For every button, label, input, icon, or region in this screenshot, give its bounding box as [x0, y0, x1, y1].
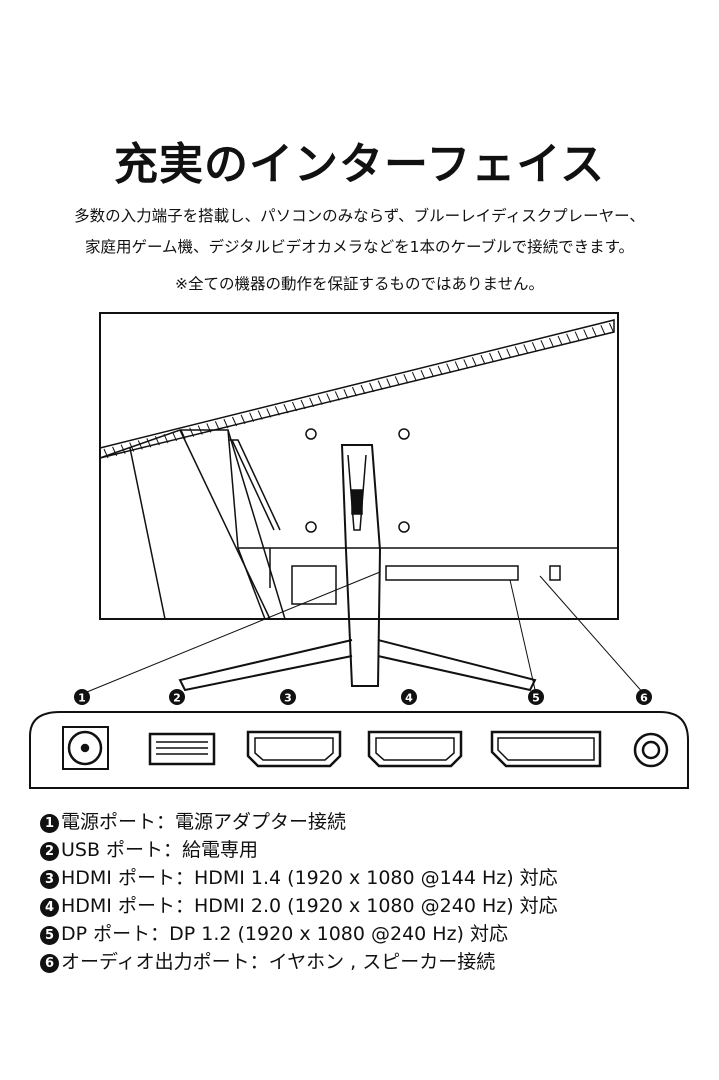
legend-number-badge: 3 — [40, 870, 59, 889]
leader-lines — [81, 571, 645, 695]
legend-text: オーディオ出力ポート：イヤホン , スピーカー接続 — [61, 951, 496, 973]
vesa-hole — [305, 428, 317, 440]
legend-number-badge: 5 — [40, 926, 59, 945]
svg-text:1: 1 — [78, 692, 86, 705]
vent-hatching — [103, 322, 614, 459]
svg-text:2: 2 — [173, 692, 181, 705]
vesa-hole — [398, 521, 410, 533]
description-line-1: 多数の入力端子を搭載し、パソコンのみならず、ブルーレイディスクプレーヤー、 — [74, 207, 645, 225]
port-number-badge: 4 — [401, 689, 417, 705]
description-line-2: 家庭用ゲーム機、デジタルビデオカメラなどを1本のケーブルで接続できます。 — [84, 238, 635, 256]
lock-slot — [549, 565, 561, 581]
legend-number-badge: 2 — [40, 842, 59, 861]
page-title: 充実のインターフェイス — [113, 139, 606, 190]
vent-strip — [99, 319, 615, 459]
port-number-badge: 1 — [74, 689, 90, 705]
svg-text:3: 3 — [284, 692, 292, 705]
svg-text:6: 6 — [640, 692, 648, 705]
vesa-hole — [398, 428, 410, 440]
svg-text:4: 4 — [405, 692, 413, 705]
legend-text: HDMI ポート：HDMI 1.4 (1920 x 1080 @144 Hz) … — [61, 867, 558, 889]
usb-port-icon — [148, 732, 216, 766]
stand-base — [178, 639, 353, 692]
port-number-badge: 5 — [528, 689, 544, 705]
displayport-icon — [490, 730, 602, 768]
port-cover — [291, 565, 337, 605]
monitor-back-frame — [99, 312, 619, 620]
port-panel — [29, 711, 689, 789]
legend-text: USB ポート：給電専用 — [61, 839, 259, 861]
hdmi-port-icon — [246, 730, 342, 768]
monitor-rear-diagram: 1 2 3 4 5 6 — [29, 312, 689, 789]
port-number-badge: 3 — [280, 689, 296, 705]
compatibility-note: ※全ての機器の動作を保証するものではありません。 — [174, 275, 545, 293]
legend-text: HDMI ポート：HDMI 2.0 (1920 x 1080 @240 Hz) … — [61, 895, 558, 917]
port-number-badges: 1 2 3 4 5 6 — [74, 689, 652, 705]
port-cover — [385, 565, 519, 581]
legend-number-badge: 6 — [40, 954, 59, 973]
stand-neck — [340, 444, 382, 687]
port-number-badge: 6 — [636, 689, 652, 705]
audio-jack-icon — [633, 732, 669, 768]
legend-text: 電源ポート：電源アダプター接続 — [61, 811, 347, 833]
legend-number-badge: 4 — [40, 898, 59, 917]
legend-text: DP ポート：DP 1.2 (1920 x 1080 @240 Hz) 対応 — [61, 923, 509, 945]
port-number-badge: 2 — [169, 689, 185, 705]
vesa-hole — [305, 521, 317, 533]
hdmi-port-icon — [367, 730, 463, 768]
svg-text:5: 5 — [532, 692, 540, 705]
legend-number-badge: 1 — [40, 814, 59, 833]
dc-power-jack-icon — [62, 726, 109, 770]
